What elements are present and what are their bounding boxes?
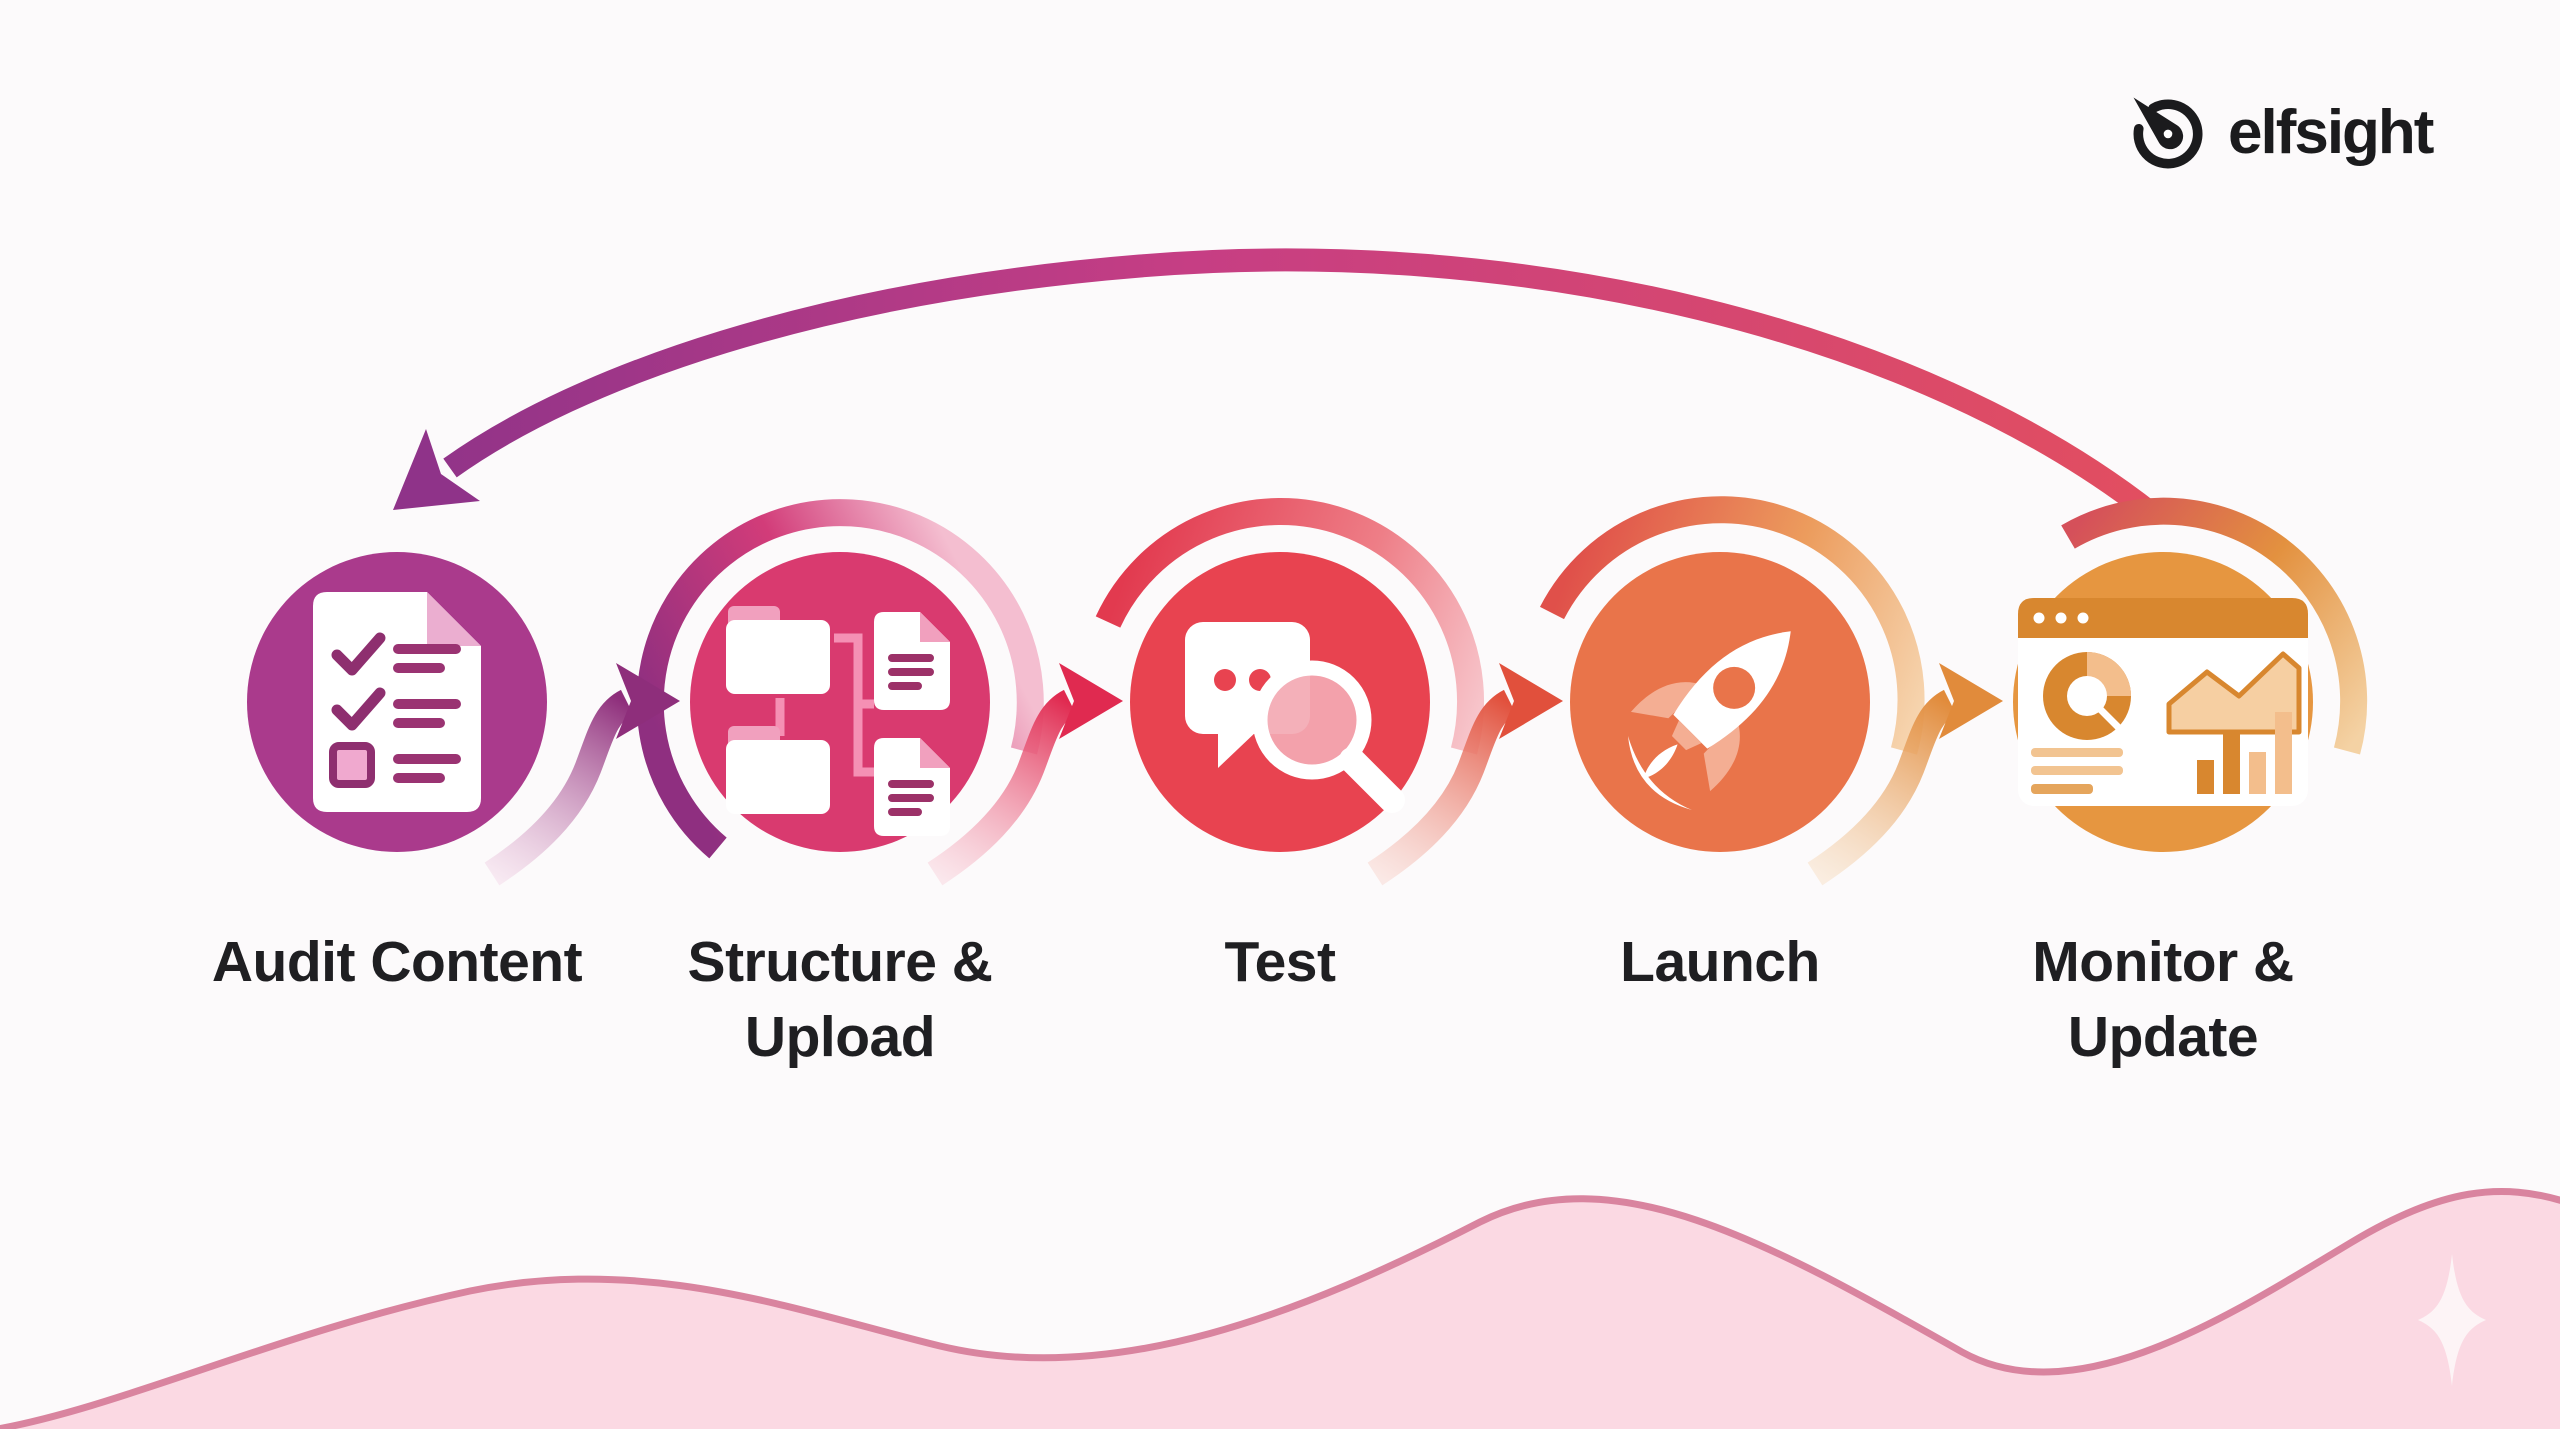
file-bottom (874, 738, 950, 836)
arrow-shaft (1807, 689, 1957, 886)
step-label-monitor: Monitor & Update (2032, 930, 2294, 1070)
arrow-3-4 (1367, 663, 1563, 886)
arrowhead-icon (1499, 663, 1563, 739)
magnifier-icon (1252, 660, 1405, 813)
arrowhead-icon (1939, 663, 2003, 739)
sparkle-icon (2418, 1254, 2486, 1386)
folder-file-structure-icon (726, 606, 950, 836)
wave-edge (0, 1188, 2560, 1429)
footer-wave (0, 1188, 2560, 1429)
loop-arrow (393, 248, 2160, 524)
arrow-2-3 (927, 663, 1123, 886)
brand-logo: elfsight (2122, 86, 2434, 178)
loop-arrowhead-icon (393, 429, 480, 510)
step-label-test: Test (1224, 930, 1336, 994)
step-ring-2 (636, 499, 1044, 859)
step-ring-3 (1095, 498, 1484, 755)
gauge-logo-icon (2133, 97, 2203, 169)
rocket-icon (1628, 631, 1791, 810)
file-top (874, 612, 950, 710)
arrow-4-5 (1807, 663, 2003, 886)
step-ring-4 (1539, 496, 1925, 755)
step-label-audit: Audit Content (211, 930, 583, 994)
chat-magnifier-icon (1185, 622, 1405, 813)
step-label-structure: Structure & Upload (687, 930, 993, 1070)
analytics-dashboard-icon (2018, 598, 2308, 806)
arrowhead-icon (616, 663, 680, 739)
donut-chart-icon (2043, 652, 2131, 740)
checklist-document-icon (313, 592, 481, 812)
brand-name: elfsight (2228, 97, 2434, 167)
arrow-shaft (1367, 689, 1517, 886)
wave-fill (0, 1191, 2560, 1429)
bar-chart-icon (2197, 712, 2292, 794)
arrow-shaft (927, 689, 1077, 886)
arrow-shaft (484, 689, 634, 886)
line-chart-icon (2166, 651, 2302, 735)
arrowhead-icon (1059, 663, 1123, 739)
step-ring-5 (2061, 497, 2368, 755)
loop-arrow-shaft (443, 248, 2160, 524)
step-label-launch: Launch (1620, 930, 1820, 994)
arrow-1-2 (484, 663, 680, 886)
